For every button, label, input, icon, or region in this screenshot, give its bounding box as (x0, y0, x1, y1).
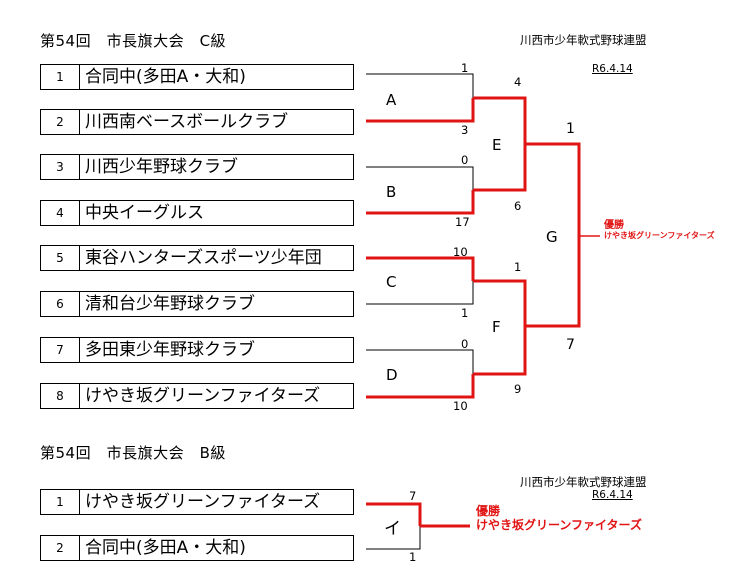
score-i-top: 7 (409, 489, 417, 503)
team-box-c-6: 6 清和台少年野球クラブ (40, 291, 354, 317)
team-box-c-5: 5 東谷ハンターズスポーツ少年団 (40, 245, 354, 271)
team-name: 川西少年野球クラブ (85, 157, 238, 177)
score-e-top: 4 (514, 75, 522, 89)
team-name: けやき坂グリーンファイターズ (85, 386, 321, 406)
team-number: 4 (41, 201, 80, 225)
team-number: 1 (41, 490, 80, 514)
team-name: 清和台少年野球クラブ (85, 294, 255, 314)
score-e-bottom: 6 (514, 199, 522, 213)
c-class-organizer: 川西市少年軟式野球連盟 (520, 33, 647, 47)
b-class-date: R6.4.14 (592, 489, 633, 501)
bracket-line-d-bottom-win (366, 374, 475, 399)
team-box-c-4: 4 中央イーグルス (40, 200, 354, 226)
team-box-c-3: 3 川西少年野球クラブ (40, 154, 354, 180)
team-box-c-2: 2 川西南ベースボールクラブ (40, 109, 354, 135)
c-class-champion-heading: 優勝 (604, 220, 624, 231)
team-number: 2 (41, 110, 80, 134)
team-number: 8 (41, 384, 80, 408)
score-g-top: 1 (566, 121, 575, 137)
score-d-bottom: 10 (453, 399, 468, 413)
bracket-line-a-bottom-win (366, 98, 475, 123)
bracket-line-f-bottom-win (473, 326, 527, 376)
score-d-top: 0 (461, 337, 469, 351)
score-c-bottom: 1 (461, 306, 469, 320)
b-class-organizer: 川西市少年軟式野球連盟 (520, 475, 647, 489)
team-box-c-1: 1 合同中(多田A・大和) (40, 64, 354, 90)
match-label-g: G (546, 228, 558, 246)
bracket-line-f-top (473, 279, 527, 326)
bracket-line-b-class-top-win (366, 502, 422, 526)
b-class-champion-heading: 優勝 (476, 504, 501, 518)
team-number: 7 (41, 338, 80, 362)
score-g-bottom: 7 (566, 337, 575, 353)
team-box-b-2: 2 合同中(多田A・大和) (40, 535, 354, 561)
score-f-bottom: 9 (514, 382, 522, 396)
bracket-line-g-bottom-win (525, 236, 581, 328)
bracket-line-c-bottom (366, 281, 474, 305)
team-name: 川西南ベースボールクラブ (85, 112, 289, 132)
team-name: 中央イーグルス (85, 203, 204, 223)
team-box-c-7: 7 多田東少年野球クラブ (40, 337, 354, 363)
c-class-date: R6.4.14 (592, 63, 633, 75)
bracket-line-e-bottom-win (473, 144, 527, 192)
score-b-top: 0 (461, 153, 469, 167)
match-label-f: F (492, 318, 501, 336)
team-number: 5 (41, 246, 80, 270)
bracket-line-c-top-win (366, 256, 475, 281)
team-box-c-8: 8 けやき坂グリーンファイターズ (40, 383, 354, 409)
b-class-champion-name: けやき坂グリーンファイターズ (476, 518, 642, 532)
team-name: 合同中(多田A・大和) (85, 67, 246, 87)
team-number: 6 (41, 292, 80, 316)
bracket-line-b-top (366, 166, 474, 190)
bracket-line-b-class-bottom (366, 526, 421, 550)
score-a-bottom: 3 (461, 123, 469, 137)
match-label-a: A (386, 91, 397, 109)
bracket-line-g-top (525, 142, 581, 236)
team-name: けやき坂グリーンファイターズ (85, 492, 321, 512)
c-class-title: 第54回 市長旗大会 C級 (40, 32, 227, 50)
score-f-top: 1 (514, 260, 522, 274)
bracket-line-d-top (366, 349, 474, 374)
match-label-c: C (386, 273, 397, 291)
bracket-line-a-top (366, 73, 474, 98)
match-label-b: B (386, 183, 397, 201)
bracket-line-e-top (473, 96, 527, 144)
score-i-bottom: 1 (409, 550, 417, 564)
c-class-champion-name: けやき坂グリーンファイターズ (604, 231, 715, 240)
match-label-e: E (492, 136, 502, 154)
team-name: 東谷ハンターズスポーツ少年団 (85, 248, 322, 268)
score-b-bottom: 17 (455, 215, 470, 229)
score-a-top: 1 (461, 61, 469, 75)
team-number: 2 (41, 536, 80, 560)
b-class-title: 第54回 市長旗大会 B級 (40, 444, 226, 462)
bracket-line-b-bottom-win (366, 190, 475, 215)
team-box-b-1: 1 けやき坂グリーンファイターズ (40, 489, 354, 515)
team-name: 合同中(多田A・大和) (85, 538, 246, 558)
team-name: 多田東少年野球クラブ (85, 340, 255, 360)
team-number: 3 (41, 155, 80, 179)
match-label-i: イ (384, 519, 401, 539)
score-c-top: 10 (453, 245, 468, 259)
match-label-d: D (386, 366, 398, 384)
team-number: 1 (41, 65, 80, 89)
